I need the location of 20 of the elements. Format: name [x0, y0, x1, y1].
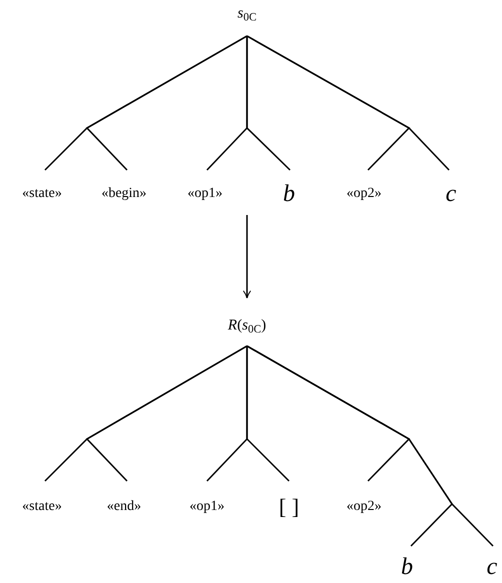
leaf-label: b	[401, 554, 413, 580]
tree-branch	[246, 36, 291, 171]
leaf-label: c	[486, 554, 498, 580]
leaf-label: «op2»	[346, 186, 382, 201]
leaf-label: [ ]	[278, 494, 300, 519]
leaf-label: b	[283, 181, 295, 207]
tree-branch	[246, 35, 450, 171]
leaf-label: c	[446, 181, 456, 207]
tree-branch	[86, 35, 248, 171]
leaf-label: «op1»	[188, 186, 222, 201]
tree-branch	[86, 345, 248, 482]
leaf-label: «op2»	[346, 499, 382, 514]
tree-branch	[246, 346, 290, 482]
leaf-label: «state»	[22, 186, 62, 201]
leaf-label: «end»	[106, 499, 142, 514]
leaf-label: «begin»	[101, 186, 147, 201]
leaf-label: «state»	[22, 499, 62, 514]
tree-branch	[246, 345, 494, 547]
leaf-label: «op1»	[190, 499, 224, 514]
root-label: R(s$_{0}$$_{C}$)	[228, 318, 266, 334]
